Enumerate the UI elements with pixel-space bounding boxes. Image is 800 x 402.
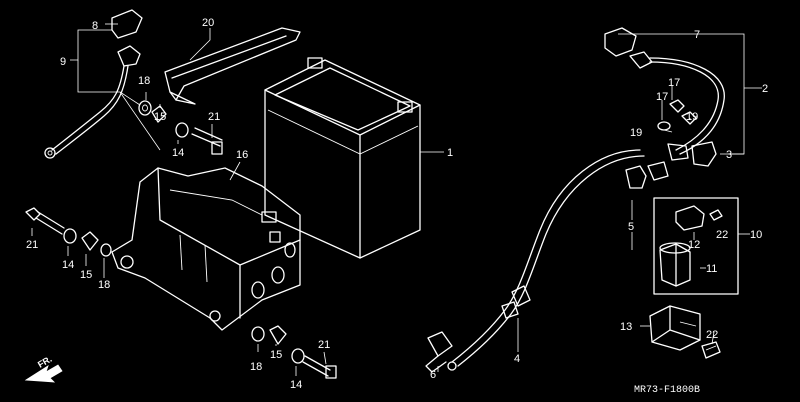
starter-cable — [425, 149, 669, 373]
callout-16: 16 — [236, 149, 248, 161]
hardware-left — [25, 207, 112, 257]
callout-22-upper: 22 — [716, 229, 728, 241]
callout-14-lower: 14 — [290, 379, 302, 391]
hardware-lower — [251, 325, 337, 379]
callout-10: 10 — [750, 229, 762, 241]
front-arrow-icon — [24, 364, 63, 383]
callout-21-left: 21 — [26, 239, 38, 251]
callout-19-right: 19 — [686, 111, 698, 123]
negative-cable — [44, 9, 143, 159]
callout-22-lower: 22 — [706, 329, 718, 341]
callout-20: 20 — [202, 17, 214, 29]
callout-2: 2 — [762, 83, 768, 95]
callout-5: 5 — [628, 221, 634, 233]
callout-1: 1 — [447, 147, 453, 159]
callout-19-left: 19 — [630, 127, 642, 139]
battery — [264, 57, 421, 259]
callout-15-lower: 15 — [270, 349, 282, 361]
callout-21-upper: 21 — [208, 111, 220, 123]
relay-cover — [649, 305, 701, 351]
callout-labels: 1 2 3 4 5 6 7 8 9 10 11 12 13 14 14 14 1… — [26, 17, 768, 396]
callout-13: 13 — [620, 321, 632, 333]
positive-cable — [604, 27, 725, 167]
callout-11: 11 — [706, 263, 717, 275]
leader-lines — [31, 23, 762, 376]
callout-8: 8 — [92, 20, 98, 32]
callout-15-left: 15 — [80, 269, 92, 281]
callout-6: 6 — [430, 369, 436, 381]
callout-18-left: 18 — [98, 279, 110, 291]
callout-17-upper: 17 — [668, 77, 680, 89]
callout-17-lower: 17 — [656, 91, 668, 103]
callout-3: 3 — [726, 149, 732, 161]
callout-15-upper: 15 — [154, 111, 166, 123]
starter-relay-assembly — [653, 197, 739, 295]
callout-14-upper: 14 — [172, 147, 184, 159]
hardware-upper — [138, 100, 223, 155]
callout-21-lower: 21 — [318, 339, 330, 351]
front-marker-label: FR. — [36, 354, 54, 370]
connector-small — [701, 341, 721, 359]
callout-4: 4 — [514, 353, 520, 365]
diagram-code: MR73-F1800B — [634, 385, 700, 396]
callout-14-left: 14 — [62, 259, 74, 271]
callout-9: 9 — [60, 56, 66, 68]
callout-18-upper: 18 — [138, 75, 150, 87]
battery-band — [164, 27, 301, 105]
callout-18-lower: 18 — [250, 361, 262, 373]
callout-12: 12 — [688, 239, 700, 251]
battery-case — [111, 167, 301, 331]
callout-7: 7 — [694, 29, 700, 41]
